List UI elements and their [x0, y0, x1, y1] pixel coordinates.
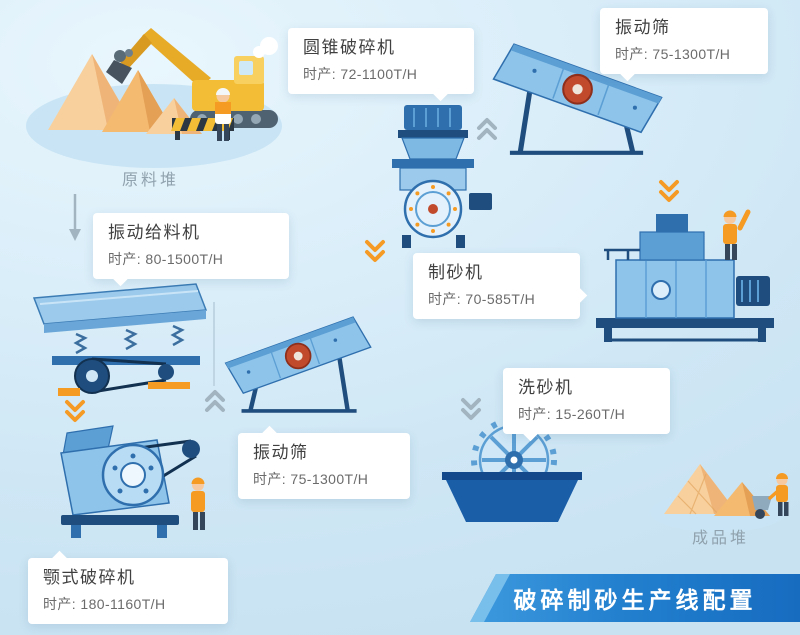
flow-chevron-down-icon — [364, 238, 386, 269]
sand-maker-illustration — [588, 196, 783, 349]
worker-icon — [723, 209, 751, 260]
jaw-crusher-illustration — [33, 423, 218, 550]
machine-title: 洗砂机 — [518, 378, 574, 397]
label-card-screen-mid: 振动筛 时产: 75-1300T/H — [238, 433, 410, 500]
flow-chevron-up-icon — [476, 116, 498, 147]
label-card-cone-crusher: 圆锥破碎机 时产: 72-1100T/H — [288, 28, 474, 95]
label-card-sand-maker: 制砂机 时产: 70-585T/H — [413, 253, 580, 320]
finished-pile-illustration — [648, 436, 798, 539]
drive-wheel-icon — [403, 179, 463, 239]
raw-pile-label: 原料堆 — [122, 172, 180, 189]
worker-icon — [215, 88, 231, 141]
flywheel-icon — [101, 443, 165, 507]
machine-capacity: 时产: 80-1500T/H — [108, 251, 224, 268]
machine-capacity: 时产: 70-585T/H — [428, 291, 536, 308]
machine-title: 颚式破碎机 — [43, 568, 136, 587]
sand-piles-icon — [664, 464, 770, 516]
flow-chevron-up-icon — [204, 388, 226, 419]
label-card-screen-top: 振动筛 时产: 75-1300T/H — [600, 8, 768, 75]
flow-arrow-down-icon — [68, 194, 82, 247]
vibrating-screen-top-illustration — [486, 36, 666, 166]
machine-capacity: 时产: 15-260T/H — [518, 406, 626, 423]
flow-chevron-down-icon — [658, 178, 680, 209]
label-card-sand-washer: 洗砂机 时产: 15-260T/H — [503, 368, 670, 435]
flow-chevron-down-icon — [460, 396, 482, 427]
label-card-jaw-crusher: 颚式破碎机 时产: 180-1160T/H — [28, 558, 228, 625]
sand-washer-illustration — [442, 416, 582, 529]
worker-cart-icon — [752, 473, 789, 519]
banner-title: 破碎制砂生产线配置 — [513, 587, 757, 613]
machine-title: 振动筛 — [615, 18, 671, 37]
excavator-icon — [106, 28, 278, 128]
machine-title: 振动筛 — [253, 443, 309, 462]
machine-title: 圆锥破碎机 — [303, 38, 396, 57]
sand-piles-icon — [48, 54, 202, 134]
vibrating-screen-mid-illustration — [222, 310, 377, 423]
machine-title: 振动给料机 — [108, 223, 201, 242]
footer-banner: 破碎制砂生产线配置 — [470, 574, 800, 622]
raw-material-pile-illustration — [22, 6, 287, 176]
flow-chevron-down-icon — [64, 398, 86, 429]
finished-pile-label: 成品堆 — [692, 530, 750, 547]
steam-cloud-icon — [253, 37, 278, 58]
machine-title: 制砂机 — [428, 263, 484, 282]
cone-crusher-illustration — [371, 101, 496, 254]
flow-connector-line — [213, 302, 215, 386]
machine-capacity: 时产: 72-1100T/H — [303, 66, 418, 83]
worker-icon — [191, 477, 205, 530]
machine-capacity: 时产: 75-1300T/H — [615, 46, 731, 63]
machine-capacity: 时产: 180-1160T/H — [43, 596, 166, 613]
label-card-feeder: 振动给料机 时产: 80-1500T/H — [93, 213, 289, 280]
machine-capacity: 时产: 75-1300T/H — [253, 471, 369, 488]
vibrating-feeder-illustration — [28, 280, 218, 403]
